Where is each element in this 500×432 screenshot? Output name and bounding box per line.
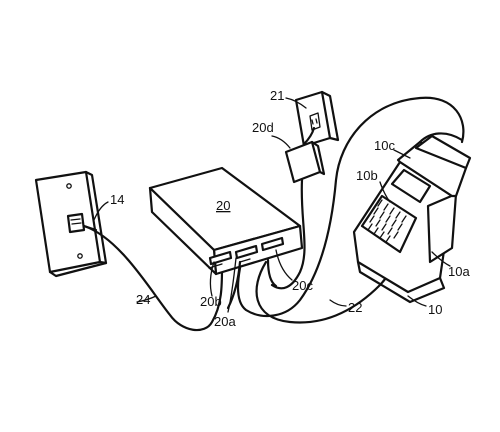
label-20b: 20b (200, 294, 222, 309)
label-10b: 10b (356, 168, 378, 183)
leader-10 (407, 295, 427, 307)
wall-outlet (294, 90, 340, 148)
leader-10c (393, 149, 411, 159)
leader-20a (227, 257, 237, 313)
leader-22 (329, 299, 347, 307)
leader-24 (136, 295, 157, 303)
screw-bottom-icon (77, 253, 83, 259)
leader-21 (285, 97, 307, 109)
label-10a: 10a (448, 264, 470, 279)
terminal-keypad (360, 194, 418, 254)
hub-port-20b (208, 250, 233, 266)
leader-14 (93, 201, 109, 221)
label-24: 24 (136, 292, 150, 307)
label-10c: 10c (374, 138, 395, 153)
label-22: 22 (348, 300, 362, 315)
label-21: 21 (270, 88, 284, 103)
wall-jack-plate (34, 170, 108, 278)
label-20: 20 (216, 198, 230, 213)
power-cable-adapter (270, 178, 306, 290)
leader-10b (379, 181, 391, 203)
hub-port-20c (260, 236, 285, 252)
hub-port-20a (234, 244, 259, 260)
adapter-prongs (302, 126, 316, 146)
leader-20b (209, 261, 215, 297)
payment-terminal (352, 132, 472, 304)
label-14: 14 (110, 192, 124, 207)
terminal-display (390, 168, 432, 204)
leader-10a (431, 251, 451, 267)
phone-cable-24 (82, 224, 224, 332)
label-20a: 20a (214, 314, 236, 329)
screw-top-icon (66, 183, 72, 189)
leader-20d (271, 135, 291, 149)
label-20c: 20c (292, 278, 313, 293)
power-adapter (284, 140, 326, 184)
keypad-keys (367, 199, 407, 243)
label-10: 10 (428, 302, 442, 317)
leader-20c (275, 249, 293, 281)
terminal-data-cable (236, 96, 465, 317)
hub-device (148, 166, 304, 276)
label-20d: 20d (252, 120, 274, 135)
